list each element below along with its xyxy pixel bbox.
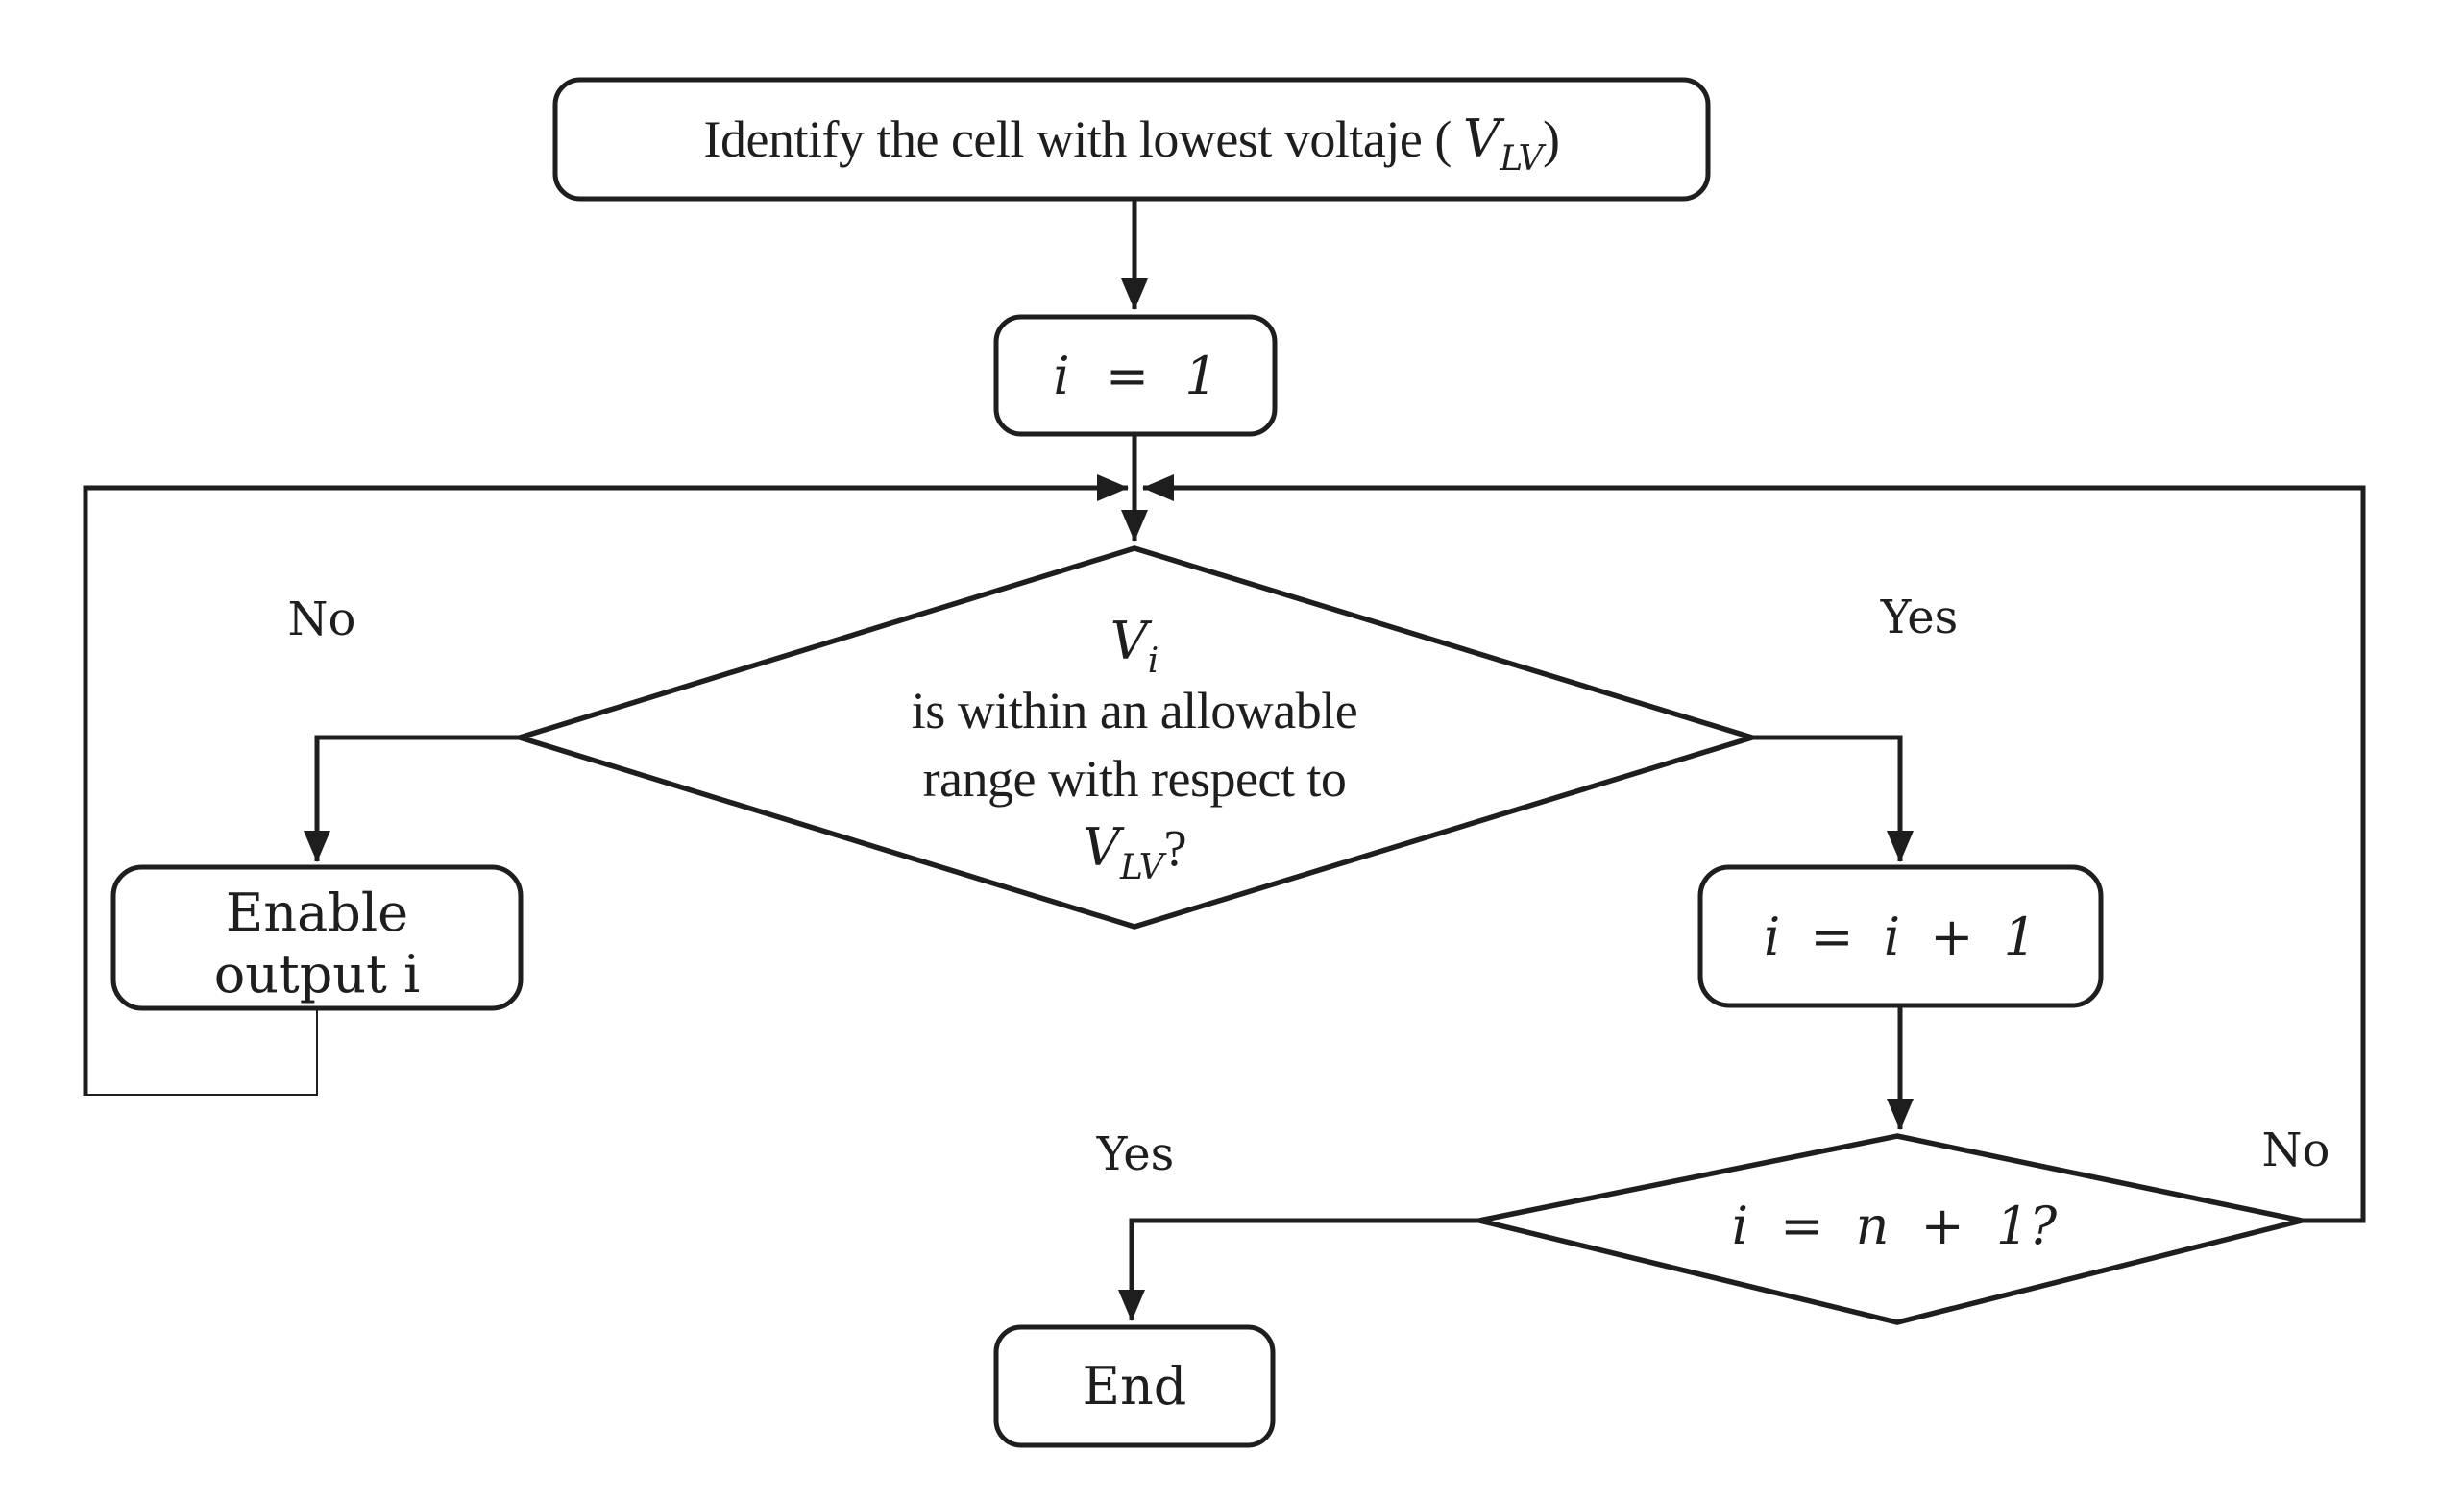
- start-node-label: Identify the cell with lowest voltaje (V…: [704, 109, 1560, 179]
- label-yes-lower: Yes: [1096, 1127, 1175, 1181]
- increment-node-label: i = i + 1: [1764, 907, 2037, 967]
- start-node-box: [552, 77, 1711, 202]
- label-yes-upper: Yes: [1880, 591, 1959, 644]
- loop-right-return-line: [1142, 474, 2366, 1223]
- loopback-enable-thin-line: [85, 1008, 318, 1096]
- edge-no-to-enable: [304, 735, 520, 862]
- init-node-box: [993, 314, 1278, 437]
- edge-yes-to-end: [1118, 1218, 1479, 1321]
- label-no-upper: No: [288, 593, 356, 646]
- edge-yes-to-increment: [1752, 735, 1914, 862]
- end-node-label: End: [1083, 1356, 1187, 1416]
- decision-voltage-label-line4: VLV?: [1083, 817, 1186, 887]
- decision-voltage-diamond: [510, 545, 1762, 930]
- enable-node-box: [110, 864, 524, 1011]
- enable-node-label-line2: output i: [214, 944, 420, 1004]
- decision-voltage-label-line1: Vi: [1110, 611, 1159, 681]
- decision-voltage-label-line2: is within an allowable: [912, 682, 1357, 739]
- loop-left-return-line: [83, 474, 1129, 1096]
- decision-count-label: i = n + 1?: [1732, 1196, 2059, 1256]
- enable-node-label-line1: Enable: [226, 883, 408, 943]
- increment-node-box: [1697, 864, 2104, 1008]
- end-node-box: [993, 1324, 1276, 1448]
- decision-count-diamond: [1478, 1133, 2303, 1325]
- decision-voltage-label-line3: range with respect to: [923, 750, 1347, 808]
- init-node-label: i = 1: [1053, 346, 1217, 406]
- label-no-lower: No: [2262, 1124, 2330, 1177]
